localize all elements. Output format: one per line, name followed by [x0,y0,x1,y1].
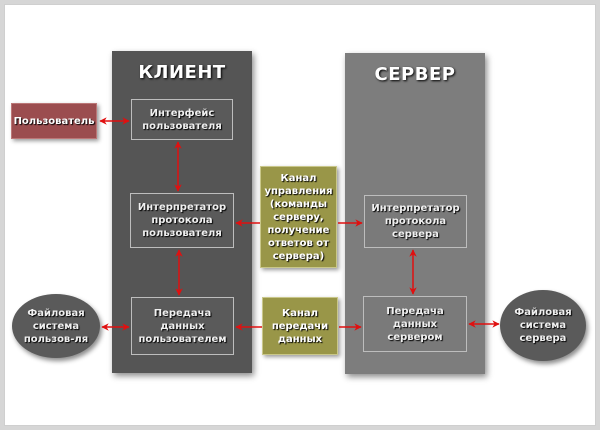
data-channel-box: Канал передачи данных [262,297,338,355]
user-box: Пользователь [11,103,97,139]
server-filesystem-oval: Файловая система сервера [500,290,586,361]
user-interface-box: Интерфейс пользователя [131,99,233,140]
user-data-transfer-box: Передача данных пользователем [131,297,234,355]
server-data-transfer-box: Передача данных сервером [363,296,467,352]
server-title: СЕРВЕР [374,64,456,85]
user-filesystem-oval: Файловая система пользов-ля [12,294,100,358]
client-title: КЛИЕНТ [138,62,226,83]
control-channel-box: Канал управления (команды серверу, получ… [260,166,337,268]
user-protocol-interpreter-box: Интерпретатор протокола пользователя [130,193,234,248]
server-protocol-interpreter-box: Интерпретатор протокола сервера [364,195,467,248]
